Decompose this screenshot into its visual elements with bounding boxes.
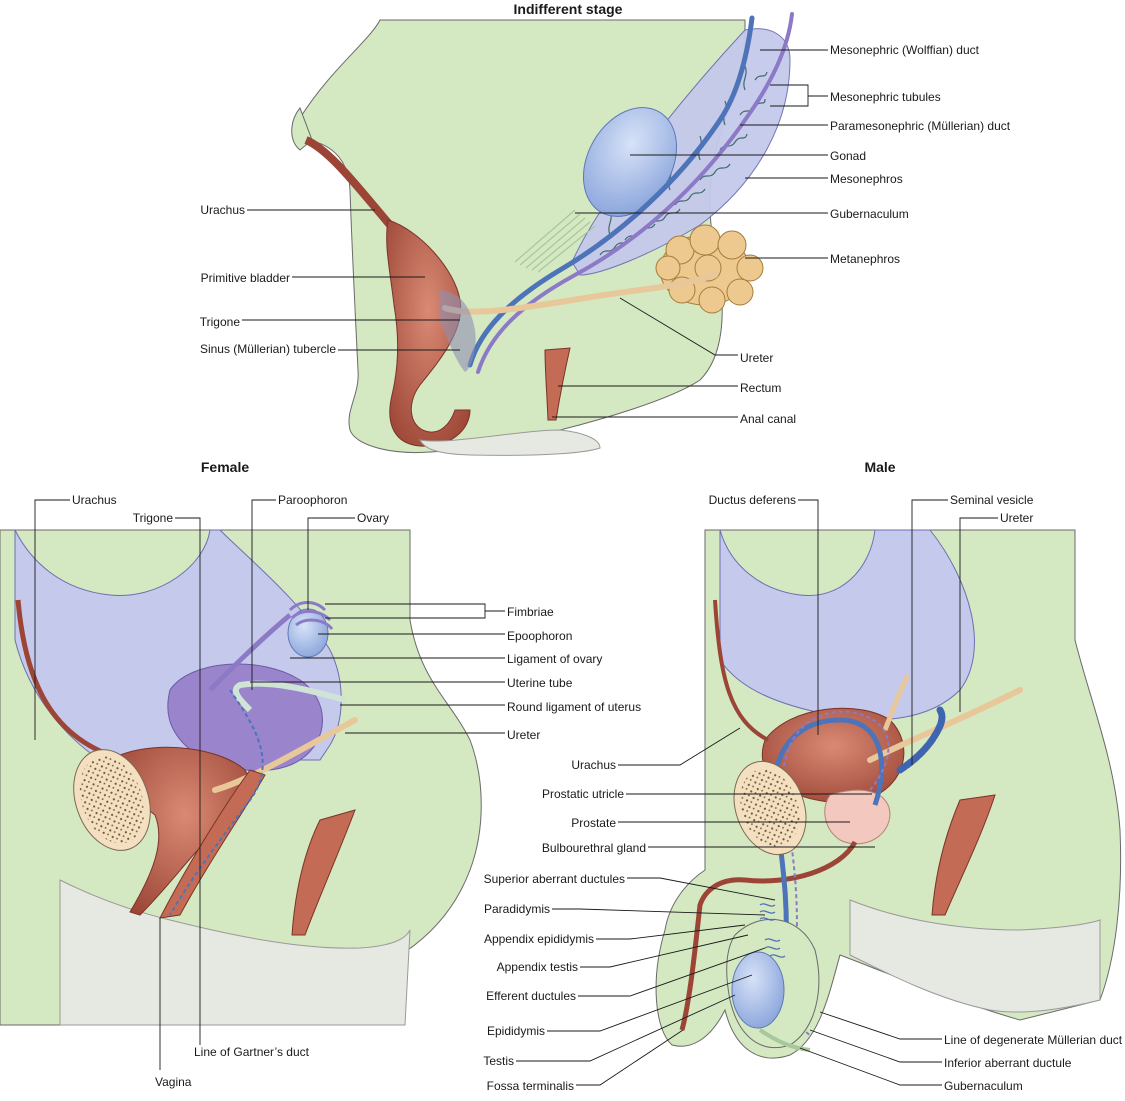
label-appendix-epididymis: Appendix epididymis bbox=[484, 932, 594, 946]
label-prostate: Prostate bbox=[571, 816, 616, 830]
rectum-shape bbox=[544, 347, 571, 421]
label-seminal-vesicle: Seminal vesicle bbox=[950, 493, 1034, 507]
female-uterus bbox=[167, 663, 323, 772]
label-fimbriae: Fimbriae bbox=[507, 605, 554, 619]
male-labels: Ductus deferens Seminal vesicle Ureter U… bbox=[483, 493, 1122, 1093]
label-testis: Testis bbox=[483, 1054, 514, 1068]
cloacal-membrane bbox=[419, 429, 601, 456]
label-ligament-of-ovary: Ligament of ovary bbox=[507, 652, 602, 666]
label-epididymis: Epididymis bbox=[487, 1024, 545, 1038]
label-gubernaculum-male: Gubernaculum bbox=[944, 1079, 1023, 1093]
label-prostatic-utricle: Prostatic utricle bbox=[542, 787, 624, 801]
label-line-degenerate: Line of degenerate Müllerian duct bbox=[944, 1033, 1123, 1047]
male-perineum-skin bbox=[849, 899, 1101, 1013]
female-gartner-line bbox=[169, 689, 264, 916]
male-peritoneum bbox=[719, 529, 975, 721]
label-paramesonephric-duct: Paramesonephric (Müllerian) duct bbox=[830, 119, 1011, 133]
label-epoophoron: Epoophoron bbox=[507, 629, 572, 643]
label-urachus-indifferent: Urachus bbox=[200, 203, 245, 217]
label-paradidymis: Paradidymis bbox=[484, 902, 550, 916]
female-pubic-bone-texture bbox=[79, 756, 145, 844]
metanephros-shape bbox=[655, 224, 764, 314]
label-appendix-testis: Appendix testis bbox=[497, 960, 578, 974]
label-uterine-tube: Uterine tube bbox=[507, 676, 573, 690]
paramesonephric-duct-line bbox=[476, 12, 794, 374]
label-paroophoron: Paroophoron bbox=[278, 493, 347, 507]
label-mesonephros: Mesonephros bbox=[830, 172, 903, 186]
male-title: Male bbox=[864, 459, 895, 475]
label-ureter-female: Ureter bbox=[507, 728, 540, 742]
male-gubernaculum-tissue bbox=[758, 1028, 811, 1052]
female-rectum bbox=[291, 809, 356, 936]
indifferent-labels: Mesonephric (Wolffian) duct Mesonephric … bbox=[552, 43, 1011, 426]
indifferent-stage-title: Indifferent stage bbox=[514, 1, 623, 17]
indifferent-stage-panel: Indifferent stage Mesonephric (Wolffian)… bbox=[200, 1, 1011, 456]
male-efferent-ductules bbox=[759, 903, 786, 958]
label-gonad: Gonad bbox=[830, 149, 866, 163]
label-urachus-female: Urachus bbox=[72, 493, 117, 507]
male-panel: Male Ductus deferens Seminal vesicle Ure… bbox=[483, 459, 1122, 1093]
label-ureter-male: Ureter bbox=[1000, 511, 1033, 525]
male-rectum bbox=[931, 794, 996, 916]
label-urachus-male: Urachus bbox=[571, 758, 616, 772]
urachus-tube bbox=[304, 136, 394, 228]
female-title: Female bbox=[201, 459, 249, 475]
label-sinus-tubercle: Sinus (Müllerian) tubercle bbox=[200, 342, 336, 356]
female-ureter-line bbox=[212, 717, 358, 793]
label-trigone-indifferent: Trigone bbox=[200, 315, 241, 329]
label-vagina: Vagina bbox=[155, 1075, 192, 1089]
label-line-gartner: Line of Gartner’s duct bbox=[194, 1045, 310, 1059]
label-efferent-ductules: Efferent ductules bbox=[486, 989, 576, 1003]
trigone-patch bbox=[440, 290, 476, 372]
ureter-line bbox=[442, 272, 718, 315]
male-pubic-bone-texture bbox=[740, 769, 800, 847]
female-labels: Urachus Trigone Paroophoron Ovary Fimbri… bbox=[34, 493, 641, 1089]
male-testis bbox=[731, 951, 785, 1029]
female-panel: Female Urachus Trigone Paroophoron Ovary bbox=[0, 459, 641, 1089]
label-primitive-bladder: Primitive bladder bbox=[201, 271, 290, 285]
gubernaculum-fibres bbox=[514, 209, 596, 273]
male-prostate bbox=[824, 789, 891, 845]
label-metanephros: Metanephros bbox=[830, 252, 900, 266]
indifferent-labels-left: Urachus Primitive bladder Trigone Sinus … bbox=[200, 203, 460, 356]
label-ductus-deferens: Ductus deferens bbox=[709, 493, 796, 507]
female-vagina bbox=[159, 769, 266, 919]
label-ovary: Ovary bbox=[357, 511, 389, 525]
label-rectum: Rectum bbox=[740, 381, 781, 395]
label-gubernaculum: Gubernaculum bbox=[830, 207, 909, 221]
label-inferior-aberrant: Inferior aberrant ductule bbox=[944, 1056, 1072, 1070]
label-mesonephric-duct: Mesonephric (Wolffian) duct bbox=[830, 43, 980, 57]
label-ureter-indifferent: Ureter bbox=[740, 351, 773, 365]
label-round-ligament: Round ligament of uterus bbox=[507, 700, 641, 714]
label-bulbourethral-gland: Bulbourethral gland bbox=[542, 841, 646, 855]
male-ureter-upper bbox=[882, 673, 911, 731]
label-fossa-terminalis: Fossa terminalis bbox=[487, 1079, 574, 1093]
female-round-ligament bbox=[232, 680, 346, 713]
label-anal-canal: Anal canal bbox=[740, 412, 796, 426]
male-urachus-tube bbox=[713, 599, 769, 742]
male-urethra bbox=[679, 840, 858, 1031]
label-mesonephric-tubules: Mesonephric tubules bbox=[830, 90, 941, 104]
label-superior-aberrant: Superior aberrant ductules bbox=[484, 872, 625, 886]
female-uterine-tube bbox=[208, 613, 292, 692]
label-trigone-female: Trigone bbox=[133, 511, 174, 525]
